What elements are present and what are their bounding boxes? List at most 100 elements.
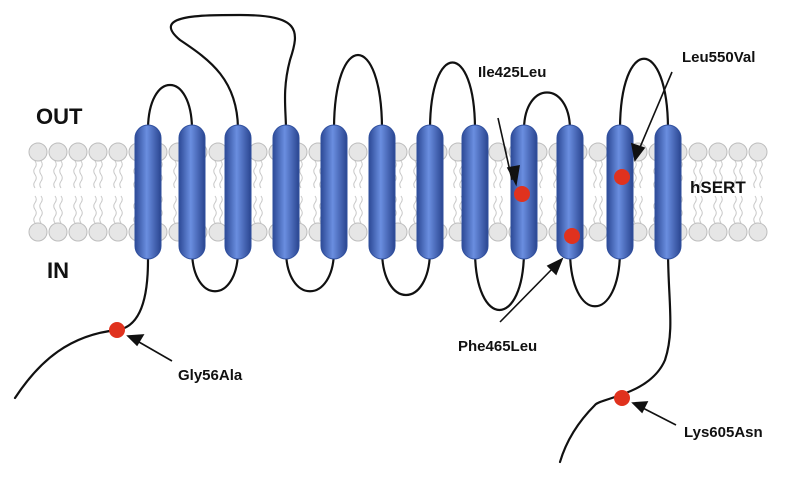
- lipid-head: [348, 142, 368, 162]
- tm-helix-7: [416, 124, 444, 260]
- lipid-head: [88, 222, 108, 242]
- lipid-tail: [99, 195, 103, 224]
- tm-helix-11: [606, 124, 634, 260]
- lipid-tail: [639, 195, 643, 224]
- lipid-tail: [699, 195, 703, 224]
- arrowhead-gly56ala: [126, 334, 145, 347]
- lipid-tail: [33, 160, 37, 189]
- lipid-head: [488, 222, 508, 242]
- mutation-label-phe465leu: Phe465Leu: [458, 338, 537, 355]
- lipid-tail: [599, 195, 603, 224]
- lipid-tail: [753, 160, 757, 189]
- lipid-head: [688, 142, 708, 162]
- lipid-head: [48, 222, 68, 242]
- lipid-tail: [53, 160, 57, 189]
- lipid-tail: [73, 160, 77, 189]
- lipid-tail: [713, 160, 717, 189]
- lipid-tail: [539, 160, 543, 189]
- mutation-label-lys605asn: Lys605Asn: [684, 424, 763, 441]
- lipid-tail: [753, 195, 757, 224]
- lipid-tail: [639, 160, 643, 189]
- tm-helix-1: [134, 124, 162, 260]
- in-label: IN: [47, 258, 69, 283]
- lipid-tail: [299, 160, 303, 189]
- protein-label: hSERT: [690, 178, 746, 197]
- out-label: OUT: [36, 104, 83, 129]
- lipid-head: [748, 222, 768, 242]
- lipid-tail: [499, 195, 503, 224]
- lipid-tail: [253, 195, 257, 224]
- mutation-dot-lys605asn: [614, 390, 630, 406]
- arrowhead-phe465leu: [546, 257, 564, 276]
- lipid-tail: [733, 195, 737, 224]
- lipid-head: [28, 222, 48, 242]
- lipid-tail: [93, 195, 97, 224]
- lipid-head: [248, 142, 268, 162]
- lipid-tail: [213, 160, 217, 189]
- mutation-label-gly56ala: Gly56Ala: [178, 367, 243, 384]
- lipid-head: [728, 142, 748, 162]
- lipid-head: [108, 222, 128, 242]
- lipid-tail: [733, 160, 737, 189]
- lipid-tail: [313, 195, 317, 224]
- tm-helix-2: [178, 124, 206, 260]
- lipid-tail: [633, 195, 637, 224]
- lipid-tail: [399, 160, 403, 189]
- lipid-tail: [593, 195, 597, 224]
- lipid-tail: [113, 195, 117, 224]
- lipid-tail: [173, 160, 177, 189]
- tm-helix-6: [368, 124, 396, 260]
- lipid-tail: [693, 195, 697, 224]
- mutation-dot-ile425leu: [514, 186, 530, 202]
- mutation-label-ile425leu: Ile425Leu: [478, 64, 546, 81]
- lipid-tail: [719, 195, 723, 224]
- lipid-tail: [119, 160, 123, 189]
- transmembrane-helices: [134, 124, 682, 260]
- lipid-tail: [693, 160, 697, 189]
- lipid-tail: [59, 195, 63, 224]
- lipid-tail: [253, 160, 257, 189]
- lipid-tail: [553, 195, 557, 224]
- lipid-head: [68, 222, 88, 242]
- lipid-head: [108, 142, 128, 162]
- lipid-tail: [113, 160, 117, 189]
- lipid-tail: [453, 195, 457, 224]
- lipid-head: [48, 142, 68, 162]
- lipid-head: [748, 142, 768, 162]
- lipid-tail: [119, 195, 123, 224]
- mutation-dot-gly56ala: [109, 322, 125, 338]
- lipid-head: [588, 222, 608, 242]
- lipid-head: [208, 222, 228, 242]
- lipid-tail: [553, 160, 557, 189]
- arrow-phe465leu: [499, 264, 557, 323]
- lipid-head: [348, 222, 368, 242]
- lipid-tail: [79, 160, 83, 189]
- tm-helix-3: [224, 124, 252, 260]
- lipid-tail: [39, 195, 43, 224]
- lipid-tail: [259, 160, 263, 189]
- lipid-tail: [493, 195, 497, 224]
- lipid-tail: [353, 195, 357, 224]
- lipid-tail: [33, 195, 37, 224]
- lipid-tail: [73, 195, 77, 224]
- lipid-head: [588, 142, 608, 162]
- lipid-head: [88, 142, 108, 162]
- lipid-tail: [539, 195, 543, 224]
- lipid-tail: [713, 195, 717, 224]
- lipid-head: [708, 222, 728, 242]
- tm-helix-8: [461, 124, 489, 260]
- lipid-tail: [719, 160, 723, 189]
- arrowhead-leu550val: [630, 142, 646, 162]
- lipid-tail: [739, 160, 743, 189]
- lipid-tail: [399, 195, 403, 224]
- lipid-tail: [79, 195, 83, 224]
- lipid-tail: [99, 160, 103, 189]
- lipid-head: [728, 222, 748, 242]
- lipid-tail: [353, 160, 357, 189]
- lipid-tail: [413, 195, 417, 224]
- mutation-label-leu550val: Leu550Val: [682, 49, 755, 66]
- lipid-tail: [759, 195, 763, 224]
- lipid-tail: [493, 160, 497, 189]
